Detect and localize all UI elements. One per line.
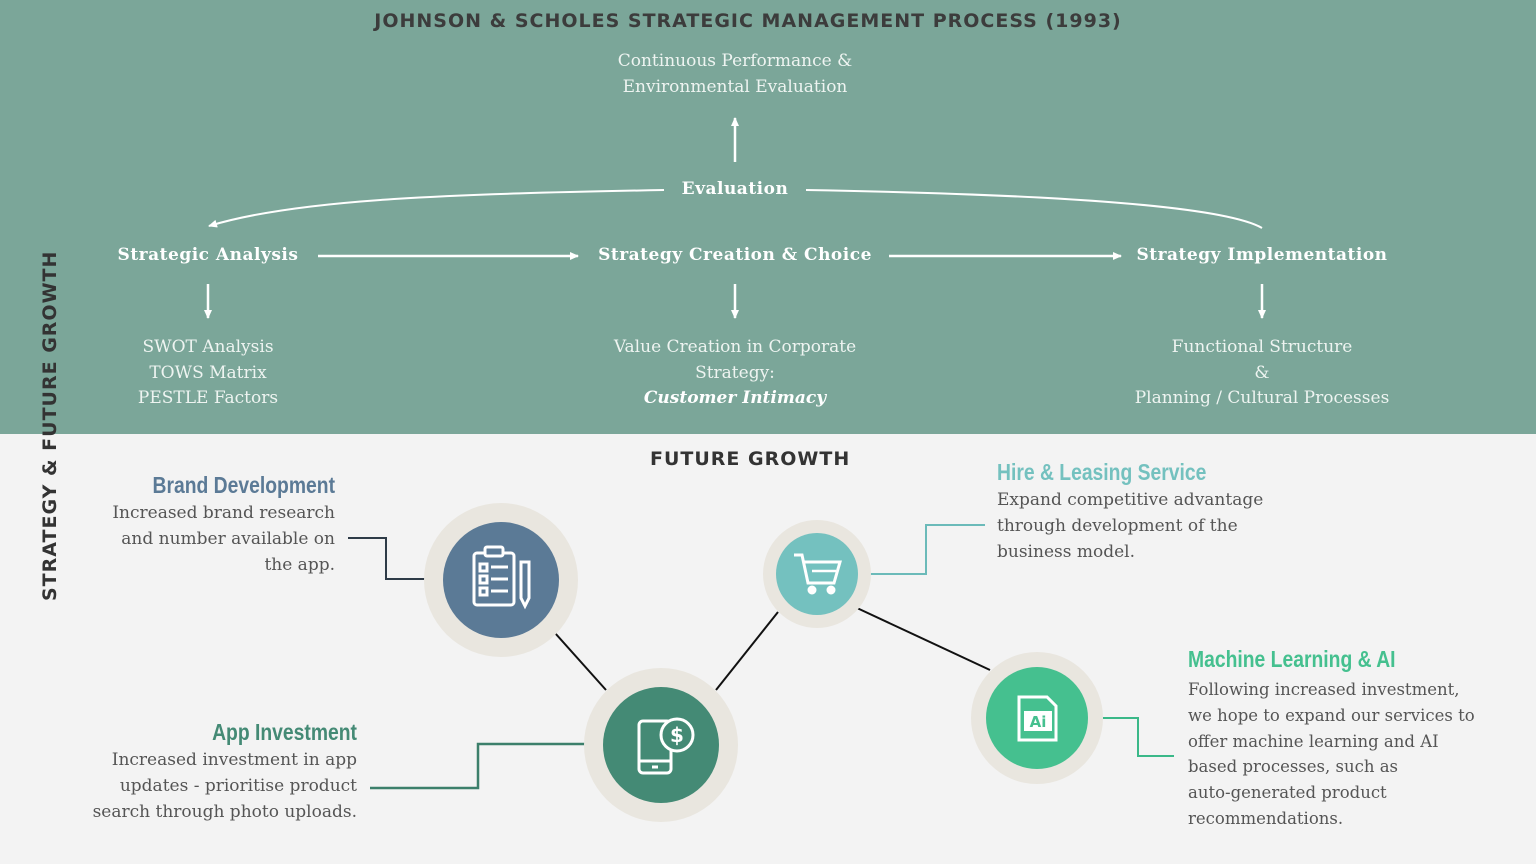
text-line: and number available on <box>121 528 335 549</box>
app-investment-title: App Investment <box>212 719 357 745</box>
side-label: STRATEGY & FUTURE GROWTH <box>39 250 61 601</box>
clipboard-checklist-icon <box>472 545 531 610</box>
app-investment-text: Increased investment in app updates - pr… <box>46 748 357 825</box>
text-line: recommendations. <box>1188 808 1344 828</box>
machine-learning-text: Following increased investment, we hope … <box>1188 677 1518 832</box>
brand-development-title: Brand Development <box>152 472 335 498</box>
path-app-hire <box>715 611 779 691</box>
brand-development-block: Brand Development Increased brand resear… <box>60 472 335 578</box>
detail-line: Value Creation in Corporate <box>613 337 857 357</box>
mobile-payment-icon: $ <box>637 717 695 775</box>
hire-node <box>763 520 871 628</box>
brand-connector <box>348 537 425 580</box>
machine-learning-title: Machine Learning & AI <box>1188 646 1396 672</box>
detail-line: PESTLE Factors <box>137 388 279 408</box>
hire-leasing-title: Hire & Leasing Service <box>997 459 1207 485</box>
detail-line: TOWS Matrix <box>149 362 267 383</box>
app-node <box>584 668 738 822</box>
text-line: Increased investment in app <box>111 750 357 770</box>
app-investment-block: App Investment Increased investment in a… <box>46 719 357 825</box>
text-line: Increased brand research <box>112 503 335 523</box>
strategic-analysis-label: Strategic Analysis <box>117 245 299 265</box>
text-line: offer machine learning and AI <box>1188 731 1439 751</box>
ml-connector <box>1103 717 1174 757</box>
path-brand-app <box>554 632 607 691</box>
detail-line: Strategy: <box>695 362 775 383</box>
text-line: the app. <box>264 554 335 575</box>
detail-line: Functional Structure <box>1171 337 1353 357</box>
arc-implementation-to-evaluation <box>805 189 1263 229</box>
detail-line: Planning / Cultural Processes <box>1134 388 1390 408</box>
svg-text:Ai: Ai <box>1030 713 1047 731</box>
app-connector <box>370 742 586 790</box>
future-growth-heading: FUTURE GROWTH <box>650 448 851 470</box>
strategic-analysis-details: SWOT Analysis TOWS Matrix PESTLE Factors <box>88 335 328 412</box>
performance-evaluation-node: Continuous Performance & Environmental E… <box>585 49 885 100</box>
detail-line: SWOT Analysis <box>142 337 274 357</box>
detail-line: & <box>1254 362 1270 383</box>
arc-evaluation-to-analysis <box>208 189 665 228</box>
text-line: based processes, such as <box>1188 757 1398 777</box>
text-line: we hope to expand our services to <box>1188 705 1475 725</box>
strategy-implementation-details: Functional Structure & Planning / Cultur… <box>1102 335 1422 412</box>
page-title: JOHNSON & SCHOLES STRATEGIC MANAGEMENT P… <box>374 10 1122 32</box>
strategy-process-panel <box>0 0 1536 434</box>
future-growth-panel <box>0 434 1536 864</box>
machine-learning-block: Machine Learning & AI Following increase… <box>1188 646 1518 832</box>
svg-text:$: $ <box>670 723 684 747</box>
brand-development-text: Increased brand research and number avai… <box>60 501 335 578</box>
text-line: search through photo uploads. <box>92 801 357 822</box>
shopping-cart-icon <box>794 553 842 595</box>
text-line: updates - prioritise product <box>119 775 357 796</box>
strategy-creation-label: Strategy Creation & Choice <box>598 245 872 265</box>
performance-evaluation-line: Environmental Evaluation <box>622 76 848 97</box>
text-line: Following increased investment, <box>1188 680 1460 699</box>
evaluation-label: Evaluation <box>681 179 789 199</box>
strategy-implementation-label: Strategy Implementation <box>1136 245 1388 265</box>
text-line: auto-generated product <box>1188 783 1387 803</box>
hire-connector <box>868 524 985 575</box>
text-line: through development of the <box>997 515 1238 536</box>
hire-leasing-text: Expand competitive advantage through dev… <box>997 488 1307 565</box>
strategy-creation-details: Value Creation in Corporate Strategy: Cu… <box>575 335 895 412</box>
customer-intimacy-emphasis: Customer Intimacy <box>643 388 827 408</box>
performance-evaluation-line: Continuous Performance & <box>617 51 853 71</box>
text-line: business model. <box>997 541 1135 562</box>
ai-file-icon: Ai <box>1017 695 1058 742</box>
text-line: Expand competitive advantage <box>997 490 1264 510</box>
path-hire-ml <box>856 607 991 671</box>
hire-leasing-block: Hire & Leasing Service Expand competitiv… <box>997 459 1307 565</box>
